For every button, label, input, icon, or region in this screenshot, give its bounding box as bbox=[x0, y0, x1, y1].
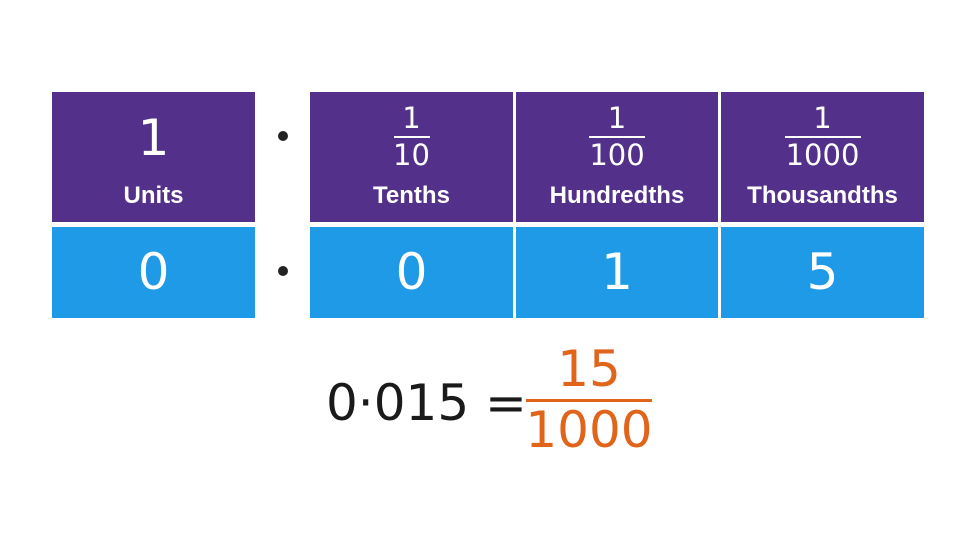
units-label: Units bbox=[123, 182, 184, 209]
tenths-fraction: 1 10 bbox=[310, 102, 513, 171]
thousandths-digit: 5 bbox=[806, 243, 839, 301]
result-denominator: 1000 bbox=[525, 401, 653, 459]
thousandths-label: Thousandths bbox=[747, 182, 898, 209]
hundredths-header-cell: 1 100 Hundredths bbox=[516, 92, 718, 222]
thousandths-header-cell: 1 1000 Thousandths bbox=[721, 92, 924, 222]
decimal-expression: 0·015 = bbox=[326, 374, 527, 432]
decimal-point-header bbox=[278, 131, 288, 141]
tenths-digit: 0 bbox=[395, 243, 428, 301]
tenths-denominator: 10 bbox=[393, 138, 430, 172]
thousandths-fraction: 1 1000 bbox=[721, 102, 924, 171]
units-header-cell: 1 Units bbox=[52, 92, 255, 222]
hundredths-denominator: 100 bbox=[589, 138, 645, 172]
thousandths-fraction-bar bbox=[784, 136, 861, 138]
tenths-numerator: 1 bbox=[402, 101, 421, 135]
units-digit: 0 bbox=[137, 243, 170, 301]
tenths-digit-cell: 0 bbox=[310, 227, 513, 318]
tenths-label: Tenths bbox=[373, 182, 450, 209]
thousandths-digit-cell: 5 bbox=[721, 227, 924, 318]
result-fraction-bar bbox=[526, 399, 652, 402]
hundredths-digit: 1 bbox=[601, 243, 633, 301]
tenths-header-cell: 1 10 Tenths bbox=[310, 92, 513, 222]
hundredths-fraction: 1 100 bbox=[516, 102, 718, 171]
decimal-point-value bbox=[278, 266, 288, 276]
tenths-fraction-bar bbox=[393, 136, 430, 138]
thousandths-numerator: 1 bbox=[813, 101, 832, 135]
result-numerator: 15 bbox=[557, 340, 621, 398]
units-place-value: 1 bbox=[137, 109, 170, 167]
hundredths-numerator: 1 bbox=[607, 101, 627, 135]
hundredths-label: Hundredths bbox=[549, 182, 685, 209]
thousandths-denominator: 1000 bbox=[785, 138, 860, 172]
hundredths-fraction-bar bbox=[589, 136, 645, 138]
result-fraction: 15 1000 bbox=[524, 343, 654, 456]
units-digit-cell: 0 bbox=[52, 227, 255, 318]
conversion-equation: 0·015 = 15 1000 bbox=[326, 343, 666, 463]
hundredths-digit-cell: 1 bbox=[516, 227, 718, 318]
